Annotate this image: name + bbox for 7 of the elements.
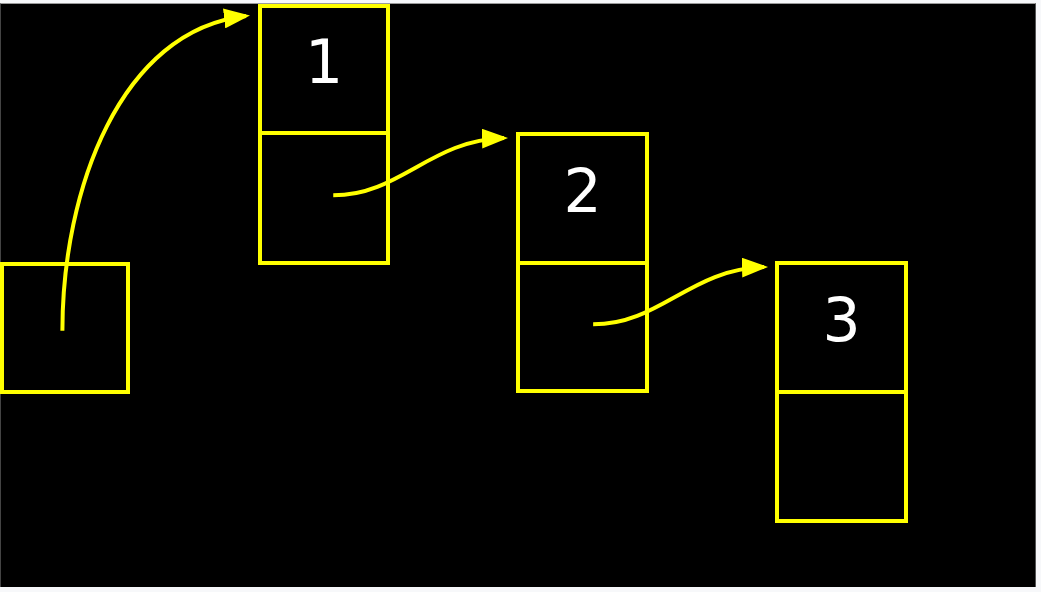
node-value: 3 xyxy=(822,289,861,350)
pointer-arrow xyxy=(333,129,508,198)
node-value: 2 xyxy=(563,160,602,221)
node-value: 1 xyxy=(304,31,344,92)
pointer-arrow xyxy=(60,10,250,331)
pointer-cell xyxy=(0,262,130,394)
pointer-arrow xyxy=(593,258,768,327)
